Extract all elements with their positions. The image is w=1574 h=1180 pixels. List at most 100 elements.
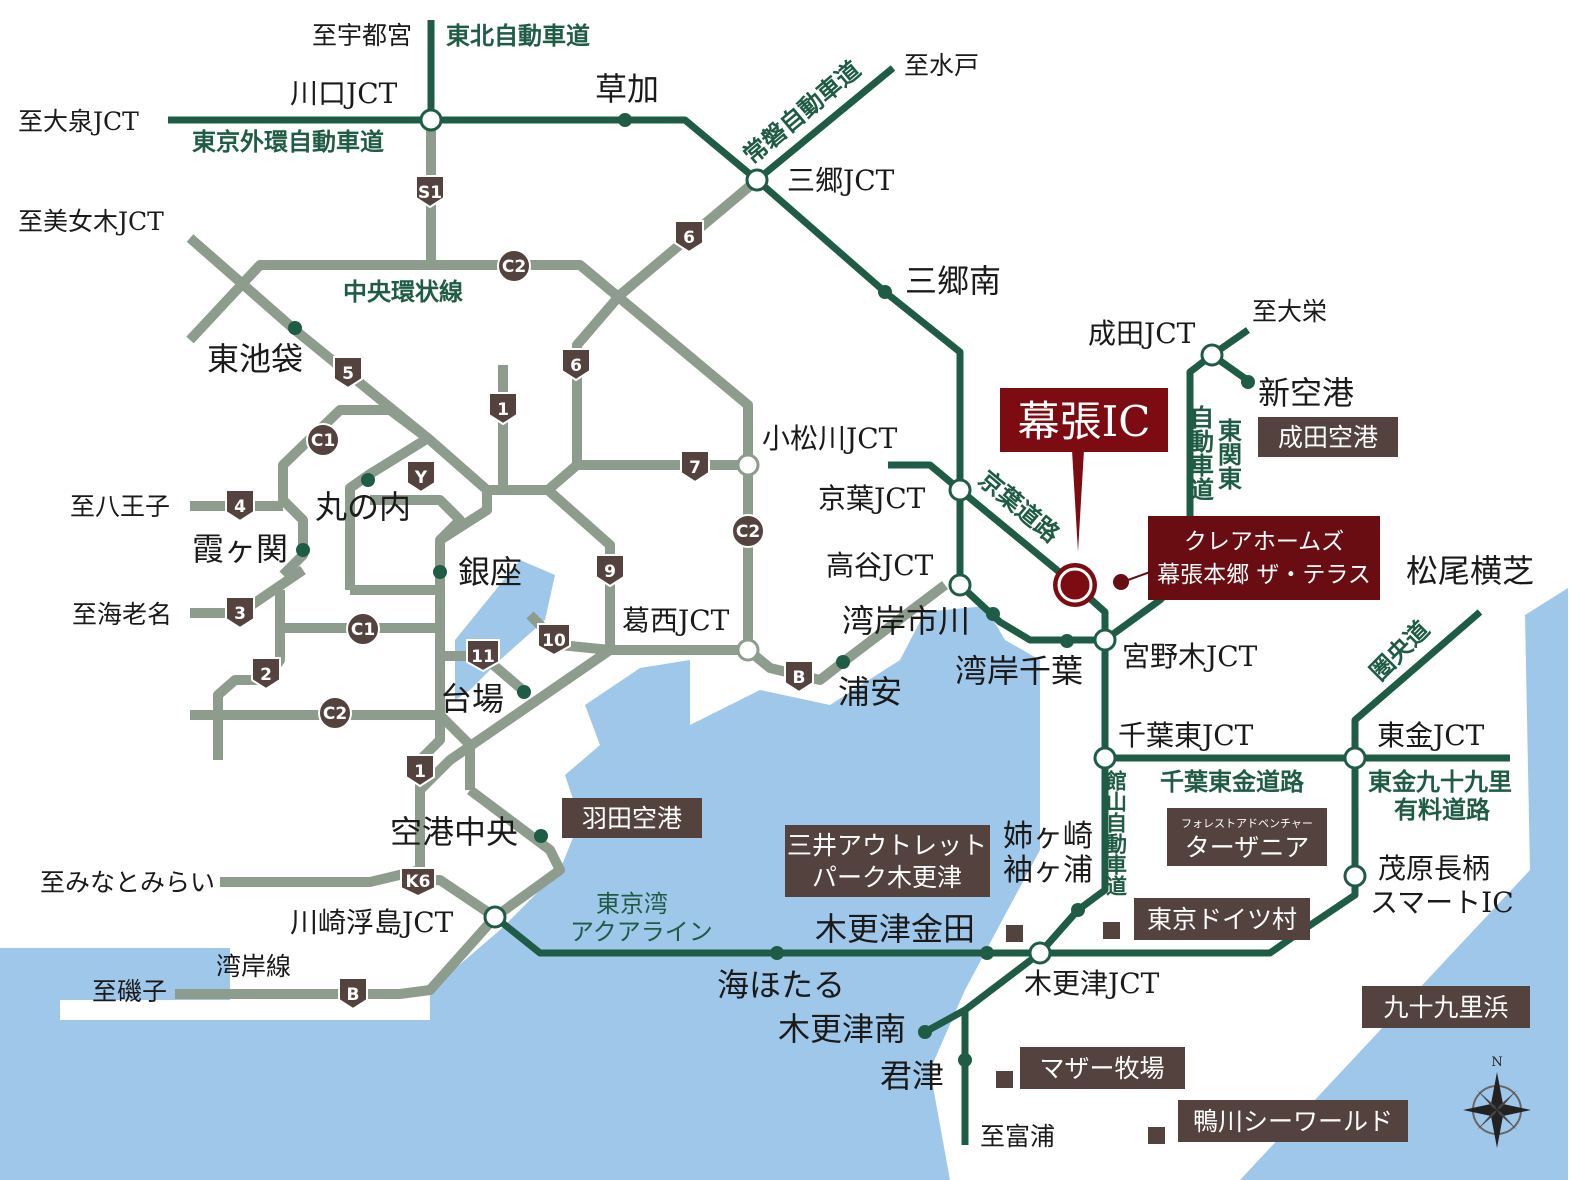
svg-text:6: 6 xyxy=(570,356,582,376)
svg-text:C2: C2 xyxy=(502,257,526,277)
svg-text:4: 4 xyxy=(234,497,246,517)
svg-text:幕張本郷 ザ・テラス: 幕張本郷 ザ・テラス xyxy=(1157,562,1371,588)
svg-text:至富浦: 至富浦 xyxy=(980,1122,1055,1151)
svg-text:至大泉JCT: 至大泉JCT xyxy=(18,107,139,136)
svg-text:S1: S1 xyxy=(418,183,442,203)
svg-text:浦安: 浦安 xyxy=(838,673,902,711)
svg-text:ターザニア: ターザニア xyxy=(1185,833,1310,862)
svg-text:東京外環自動車道: 東京外環自動車道 xyxy=(192,127,384,156)
svg-text:自動車道: 自動車道 xyxy=(1186,404,1215,501)
svg-text:1: 1 xyxy=(414,762,426,782)
svg-text:木更津JCT: 木更津JCT xyxy=(1024,967,1160,1000)
svg-text:東京湾: 東京湾 xyxy=(596,890,668,918)
svg-text:川崎浮島JCT: 川崎浮島JCT xyxy=(290,906,454,939)
svg-text:C2: C2 xyxy=(323,704,347,724)
svg-text:東北自動車道: 東北自動車道 xyxy=(446,21,590,50)
attraction-kujukuri-beach: 九十九里浜 xyxy=(1362,986,1530,1028)
route-shield: 9 xyxy=(595,554,625,588)
svg-text:有料道路: 有料道路 xyxy=(1394,795,1491,824)
svg-text:至磯子: 至磯子 xyxy=(92,977,167,1006)
svg-text:東池袋: 東池袋 xyxy=(207,340,303,378)
svg-text:クレアホームズ: クレアホームズ xyxy=(1184,529,1344,555)
svg-text:館山自動車道: 館山自動車道 xyxy=(1104,769,1129,896)
destination-labels: 至宇都宮 至大泉JCT 至美女木JCT 至八王子 至海老名 至みなとみらい 至磯… xyxy=(18,21,1327,1151)
svg-text:葛西JCT: 葛西JCT xyxy=(622,604,730,637)
svg-text:姉ヶ崎: 姉ヶ崎 xyxy=(1003,819,1093,854)
svg-text:至美女木JCT: 至美女木JCT xyxy=(18,207,164,236)
svg-text:木更津南: 木更津南 xyxy=(778,1010,906,1048)
svg-text:草加: 草加 xyxy=(595,70,659,108)
svg-text:京葉JCT: 京葉JCT xyxy=(818,482,926,515)
svg-text:霞ヶ関: 霞ヶ関 xyxy=(192,530,288,568)
svg-text:B: B xyxy=(347,985,360,1005)
svg-text:三郷JCT: 三郷JCT xyxy=(787,164,895,197)
svg-text:3: 3 xyxy=(234,604,246,624)
route-shield: 6 xyxy=(561,348,591,382)
svg-text:至水戸: 至水戸 xyxy=(904,51,979,80)
route-shield: 3 xyxy=(225,596,255,630)
svg-text:宮野木JCT: 宮野木JCT xyxy=(1122,640,1258,673)
svg-text:至海老名: 至海老名 xyxy=(72,600,172,629)
svg-text:台場: 台場 xyxy=(440,680,504,718)
svg-text:至大栄: 至大栄 xyxy=(1252,297,1327,326)
route-shield: 1 xyxy=(405,754,435,788)
svg-text:新空港: 新空港 xyxy=(1258,374,1354,412)
svg-text:C2: C2 xyxy=(736,522,760,542)
svg-text:2: 2 xyxy=(260,665,272,685)
svg-text:君津: 君津 xyxy=(880,1057,944,1095)
route-shield: 10 xyxy=(537,623,571,657)
junction-labels: 川口JCT 三郷JCT 小松川JCT 京葉JCT 高谷JCT 葛西JCT 宮野木… xyxy=(290,77,1485,1000)
svg-text:至八王子: 至八王子 xyxy=(70,492,170,521)
svg-text:フォレストアドベンチャー: フォレストアドベンチャー xyxy=(1181,817,1313,830)
svg-text:10: 10 xyxy=(542,631,566,651)
svg-text:東金九十九里: 東金九十九里 xyxy=(1368,767,1512,796)
svg-text:千葉東JCT: 千葉東JCT xyxy=(1118,719,1254,752)
compass-rose-icon: N xyxy=(1463,1055,1531,1148)
route-shield: 11 xyxy=(466,639,500,673)
place-labels: 草加 三郷南 東池袋 丸の内 霞ヶ関 銀座 台場 空港中央 湾岸市川 湾岸千葉 … xyxy=(192,70,1534,1095)
route-shield: C1 xyxy=(346,612,380,646)
svg-text:成田空港: 成田空港 xyxy=(1278,423,1378,452)
attraction-marker xyxy=(996,1071,1013,1088)
svg-text:9: 9 xyxy=(604,562,616,582)
interchange-dots xyxy=(288,113,1255,1067)
svg-text:東金JCT: 東金JCT xyxy=(1377,719,1485,752)
route-shield: 5 xyxy=(333,356,363,390)
attraction-narita-airport: 成田空港 xyxy=(1258,417,1398,457)
svg-text:パーク木更津: パーク木更津 xyxy=(812,863,962,892)
svg-text:至宇都宮: 至宇都宮 xyxy=(312,21,412,50)
attraction-marker xyxy=(1103,922,1120,939)
route-shield: C1 xyxy=(306,423,340,457)
svg-text:海ほたる: 海ほたる xyxy=(717,966,845,1004)
svg-text:茂原長柄: 茂原長柄 xyxy=(1378,852,1490,885)
svg-text:7: 7 xyxy=(689,458,701,478)
route-shield: Y xyxy=(406,460,436,494)
route-shield: B xyxy=(338,977,368,1011)
property-callout: クレアホームズ 幕張本郷 ザ・テラス xyxy=(1113,516,1380,600)
makuhari-ic-callout: 幕張IC xyxy=(1000,388,1168,607)
svg-text:N: N xyxy=(1491,1055,1502,1070)
svg-text:C1: C1 xyxy=(311,431,335,451)
svg-text:丸の内: 丸の内 xyxy=(315,488,411,526)
route-shield: 6 xyxy=(674,220,704,254)
attraction-haneda-airport: 羽田空港 xyxy=(562,798,702,838)
svg-text:11: 11 xyxy=(471,647,495,667)
svg-text:木更津金田: 木更津金田 xyxy=(815,910,975,948)
svg-text:6: 6 xyxy=(683,228,695,248)
svg-text:羽田空港: 羽田空港 xyxy=(582,804,682,833)
svg-text:湾岸千葉: 湾岸千葉 xyxy=(955,652,1083,690)
property-location-dot xyxy=(1113,574,1129,590)
svg-text:常磐自動車道: 常磐自動車道 xyxy=(737,55,866,170)
svg-text:成田JCT: 成田JCT xyxy=(1088,317,1196,350)
attraction-marker xyxy=(1006,925,1023,942)
svg-text:圏央道: 圏央道 xyxy=(1364,615,1435,686)
route-shield: K6 xyxy=(400,867,436,898)
svg-text:松尾横芝: 松尾横芝 xyxy=(1406,552,1534,590)
svg-text:小松川JCT: 小松川JCT xyxy=(762,422,898,455)
route-shield: C2 xyxy=(318,696,352,730)
route-shield: 1 xyxy=(488,392,518,426)
route-shield: 2 xyxy=(251,657,281,691)
attraction-mother-farm: マザー牧場 xyxy=(1020,1047,1185,1089)
